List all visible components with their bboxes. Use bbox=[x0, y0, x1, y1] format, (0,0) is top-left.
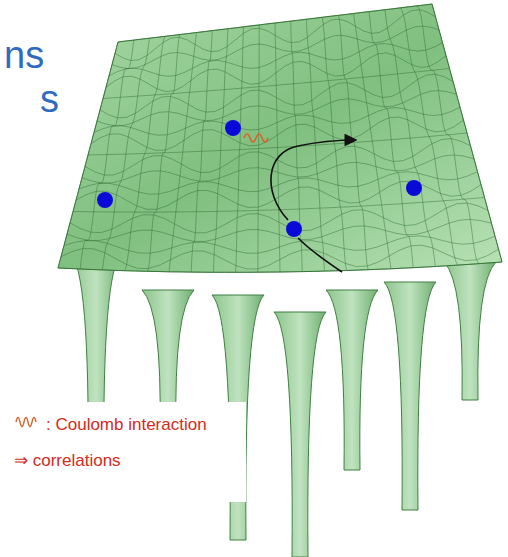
grid-line bbox=[338, 15, 369, 269]
potential-well bbox=[326, 290, 378, 470]
surface-fill bbox=[58, 4, 502, 272]
electron bbox=[225, 120, 241, 136]
note-panel: : Coulomb interaction ⇒ correlations bbox=[10, 402, 246, 502]
grid-line bbox=[416, 6, 480, 264]
grid-line bbox=[385, 10, 436, 267]
potential-surface bbox=[58, 4, 502, 272]
title-fragment: ns bbox=[4, 34, 44, 76]
grid-line bbox=[369, 12, 413, 268]
potential-well bbox=[444, 262, 496, 400]
electron bbox=[286, 221, 302, 237]
note-text: : Coulomb interaction bbox=[46, 414, 207, 436]
electron bbox=[97, 192, 113, 208]
coulomb-wiggle bbox=[244, 134, 268, 142]
hopping-arrow bbox=[298, 238, 342, 272]
potential-well bbox=[384, 282, 436, 510]
potential-well bbox=[274, 312, 326, 557]
grid-line bbox=[61, 245, 499, 269]
grid-line bbox=[73, 198, 485, 213]
note-text: ⇒ correlations bbox=[14, 450, 121, 472]
wiggle-symbol bbox=[14, 410, 44, 430]
grid-line bbox=[432, 4, 502, 262]
grid-line bbox=[82, 155, 474, 183]
grid-line bbox=[58, 262, 502, 272]
grid-line bbox=[64, 236, 495, 253]
grid-line bbox=[306, 19, 324, 271]
electrons bbox=[97, 120, 422, 237]
grid-line bbox=[67, 219, 492, 241]
hopping-arrow bbox=[271, 140, 356, 220]
electron bbox=[406, 180, 422, 196]
grid-line bbox=[401, 8, 458, 265]
grid-line bbox=[322, 17, 347, 270]
title-fragment: s bbox=[40, 78, 59, 120]
